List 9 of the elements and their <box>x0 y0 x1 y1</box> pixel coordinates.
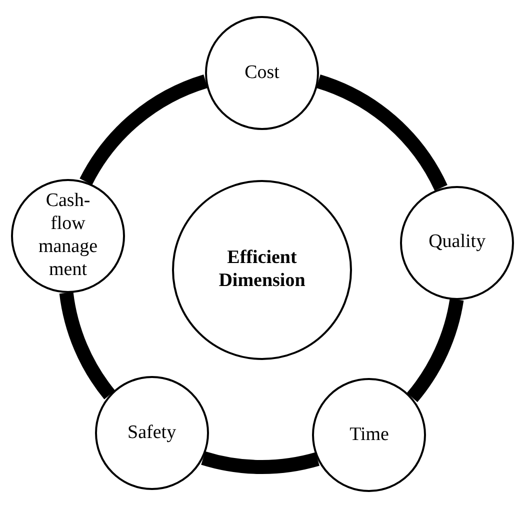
ring-connector <box>202 451 320 474</box>
node-label: Cash- flow manage ment <box>37 190 99 282</box>
node-label: Efficient Dimension <box>218 247 306 293</box>
node-label: Safety <box>126 422 178 445</box>
ring-connector <box>406 298 464 402</box>
node-label: Cost <box>244 62 280 84</box>
ring-connector <box>316 74 448 192</box>
node-label: Quality <box>428 231 487 254</box>
node-label: Time <box>348 424 390 447</box>
